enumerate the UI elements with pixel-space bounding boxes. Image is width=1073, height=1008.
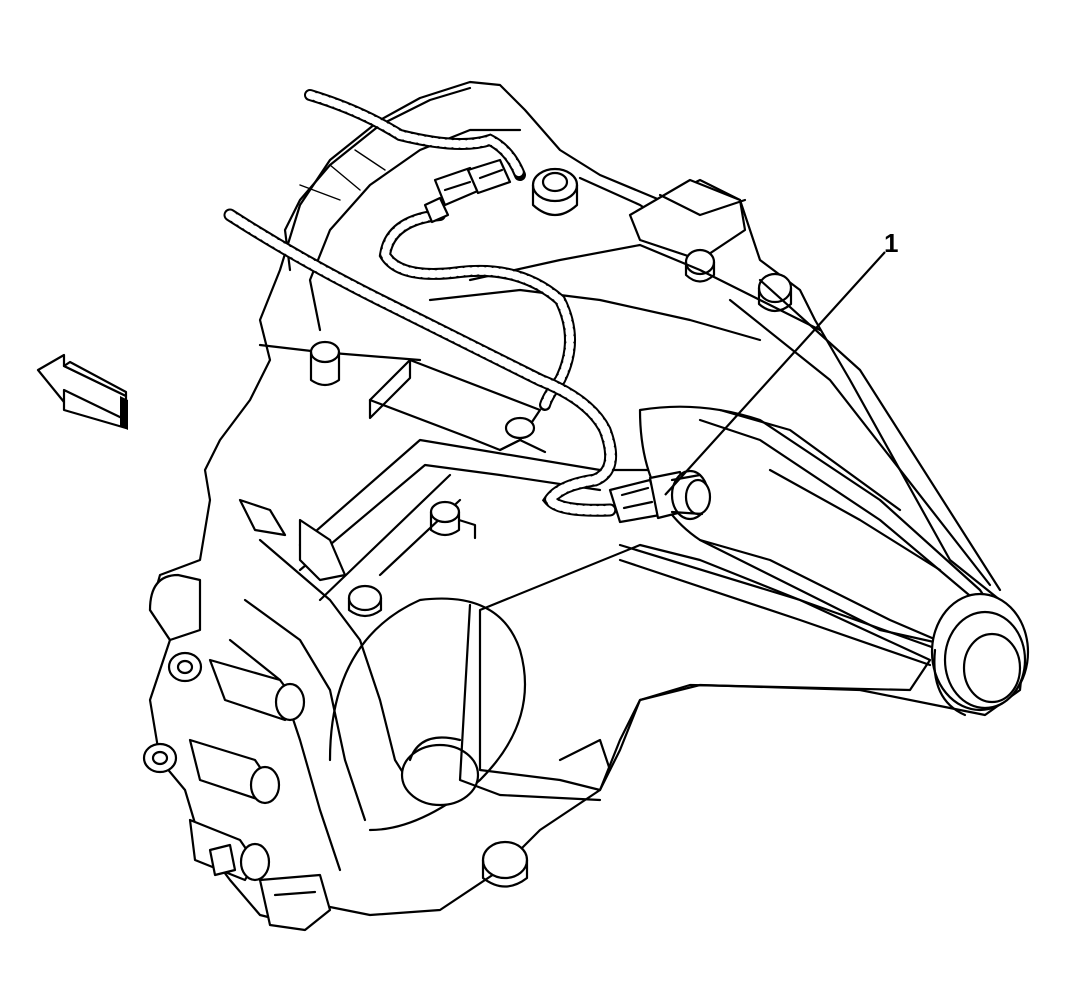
- callout-1-label: 1: [884, 228, 899, 258]
- wiring-harness: [223, 89, 618, 517]
- callout-1-leader: [664, 251, 886, 496]
- upper-connector: [423, 158, 512, 224]
- front-arrow-icon: [36, 353, 128, 430]
- speed-sensor: [608, 469, 712, 524]
